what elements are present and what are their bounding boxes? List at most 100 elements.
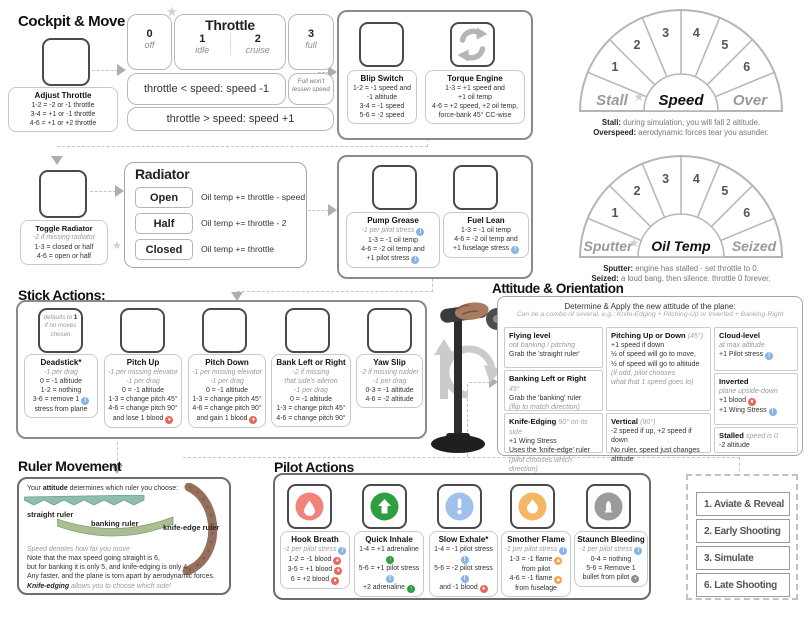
rule-line: altitude: [611, 455, 634, 463]
rule-line: +1 speed if down: [611, 342, 665, 350]
oil-gauge-notes: Sputter: engine has stalled - set thrott…: [561, 264, 801, 284]
rule-line: ½ of speed will go to move,: [611, 351, 696, 359]
attitude-panel: Determine & Apply the new attitude of th…: [497, 296, 803, 473]
stress-icon: !: [386, 575, 394, 584]
dashed-connector: [427, 138, 428, 147]
gauge-tick: 4: [693, 26, 700, 40]
stress-icon: !: [634, 547, 643, 555]
cell-title: Cloud-level: [719, 331, 760, 340]
dashed-connector: [308, 210, 329, 211]
up-arrow-icon: [370, 492, 399, 521]
attitude-subheader: Can be a combo of several, e.g.: Knife-E…: [516, 311, 784, 318]
rule-line: +1 fuselage stress!: [446, 244, 526, 255]
attitude-cell-pitching: Pitching Up or Down (45°) +1 speed if do…: [606, 327, 711, 411]
card-title: Yaw Slip: [373, 358, 406, 367]
section-title-pilot: Pilot Actions: [274, 459, 354, 475]
rule-line: -1 per drag: [210, 378, 244, 386]
straight-ruler-image: [24, 495, 145, 506]
attitude-cell-knife-edging: Knife-Edging 90° on its side +1 Wing Str…: [504, 413, 603, 473]
rule-line: 5-6 = +1 pilot stress!: [358, 565, 420, 584]
hook-breath-card: Hook Breath -1 per pilot stress!1-2 = -1…: [280, 531, 350, 589]
cell-title: Flying level: [509, 331, 551, 340]
gauge-tick: 3: [662, 172, 669, 186]
cell-suffix: 90° on its side: [509, 419, 588, 437]
arrow-right-icon: [328, 66, 337, 78]
throttle-label: idle: [195, 45, 210, 55]
rule-line: (flip to match direction): [509, 404, 580, 412]
card-rules: 1-4 = -1 pilot stress!5-6 = -2 pilot str…: [432, 545, 495, 594]
cell-title: Inverted: [719, 377, 749, 386]
die-slot-fuel-lean: [453, 165, 498, 210]
phase-simulate: 3. Simulate: [696, 546, 790, 570]
throttle-number: 1: [199, 33, 206, 45]
rule-line: Uses the 'knife-edge' ruler: [509, 447, 590, 455]
card-title: Toggle Radiator: [35, 224, 93, 233]
card-title: Hook Breath: [291, 535, 339, 544]
card-title: Quick Inhale: [365, 535, 413, 544]
rule-line: and lose 1 blood♦: [107, 414, 179, 424]
rule-line: 0-4 = nothing: [590, 556, 632, 563]
rule-line: 6 = +2 blood♦: [283, 575, 347, 585]
phase-late-shooting: 6. Late Shooting: [696, 573, 790, 597]
die-slot-pitch-down: [202, 308, 247, 353]
rule-line: plane upside-down: [719, 387, 778, 395]
rule-line: 1-2 = -2 or -1 throttle: [31, 102, 95, 109]
rule-line: 5-6 = -2 speed: [359, 112, 405, 120]
rule-line: Grab the 'banking' ruler: [509, 394, 582, 402]
ruler-intro: Your attitude determines which ruler you…: [27, 484, 178, 493]
rule-line: +1 blood♦: [719, 396, 793, 407]
cell-suffix: (45°): [687, 333, 704, 340]
quick-inhale-card: Quick Inhale 1-4 = +1 adrenaline↑5-6 = +…: [354, 531, 424, 598]
note-lead: Sputter:: [603, 264, 634, 273]
rule-line: No ruler, speed just changes: [611, 446, 700, 454]
gauge-tick: 1: [612, 206, 619, 220]
cell-rules: -2 altitude: [719, 441, 793, 450]
rule-line: 5-6 = Remove 1: [586, 565, 636, 573]
card-title: Blip Switch: [360, 74, 404, 83]
gauge-tick: 2: [634, 38, 641, 52]
stress-icon: !: [765, 352, 774, 361]
rule-line: at max altitude: [719, 341, 765, 349]
intro-text: Your: [27, 485, 43, 492]
note-text: if no moves chosen: [44, 322, 77, 338]
card-title: Deadstick*: [40, 358, 82, 367]
attitude-cell-banking: Banking Left or Right 45° Grab the 'bank…: [504, 370, 603, 411]
star-icon: ★: [629, 236, 640, 250]
rule-line: 1-2 = nothing: [40, 387, 82, 395]
rule-line: 1-2 = -1 blood♦: [283, 555, 347, 565]
adren-icon: ↑: [386, 556, 394, 565]
throttle-rule-raise: throttle > speed: speed +1: [127, 107, 334, 131]
note-text: defaults to: [43, 314, 74, 321]
pump-grease-card: Pump Grease -1 per pilot stress!1-3 = -1…: [346, 212, 440, 269]
straight-ruler-label: straight ruler: [27, 510, 74, 519]
card-rules: 1-4 = +1 adrenaline↑5-6 = +1 pilot stres…: [357, 545, 421, 594]
throttle-stop-2: 2 cruise: [231, 33, 286, 55]
cell-title: Vertical: [611, 417, 639, 426]
throttle-stop-3: 3 full: [288, 14, 334, 70]
rule-line: 1-2 = -1 speed and: [352, 85, 412, 92]
rule-line: 0 = -1 altitude: [290, 396, 332, 404]
rule-line: 1-3 = change pitch 45°: [192, 396, 262, 404]
throttle-stop-mid: Throttle 1 idle 2 cruise: [174, 14, 286, 70]
section-title-attitude: Attitude & Orientation: [492, 281, 624, 296]
rule-line: -2 if missing radiator: [32, 234, 96, 242]
gauge-low-label: Stall: [596, 92, 629, 109]
rule-line: -1 per pilot stress!: [349, 226, 437, 236]
rule-line: 4-6 = -2 oil temp and: [454, 236, 518, 244]
card-title: Smother Flame: [507, 535, 565, 544]
throttle-track: ★ 0 off Throttle 1 idle 2 cruise 3 full: [125, 5, 335, 132]
bullet-icon: [594, 492, 623, 521]
note-lead: Stall:: [601, 118, 621, 127]
cell-title: Knife-Edging: [509, 417, 557, 426]
yaw-slip-card: Yaw Slip -2 if missing rudder-1 per drag…: [356, 354, 423, 409]
stress-icon: !: [411, 256, 420, 265]
rule-line: 1-4 = -1 pilot stress!: [434, 546, 493, 565]
torque-engine-card: Torque Engine 1-3 = +1 speed and+1 oil t…: [425, 70, 525, 125]
section-title-cockpit: Cockpit & Move: [18, 13, 125, 30]
